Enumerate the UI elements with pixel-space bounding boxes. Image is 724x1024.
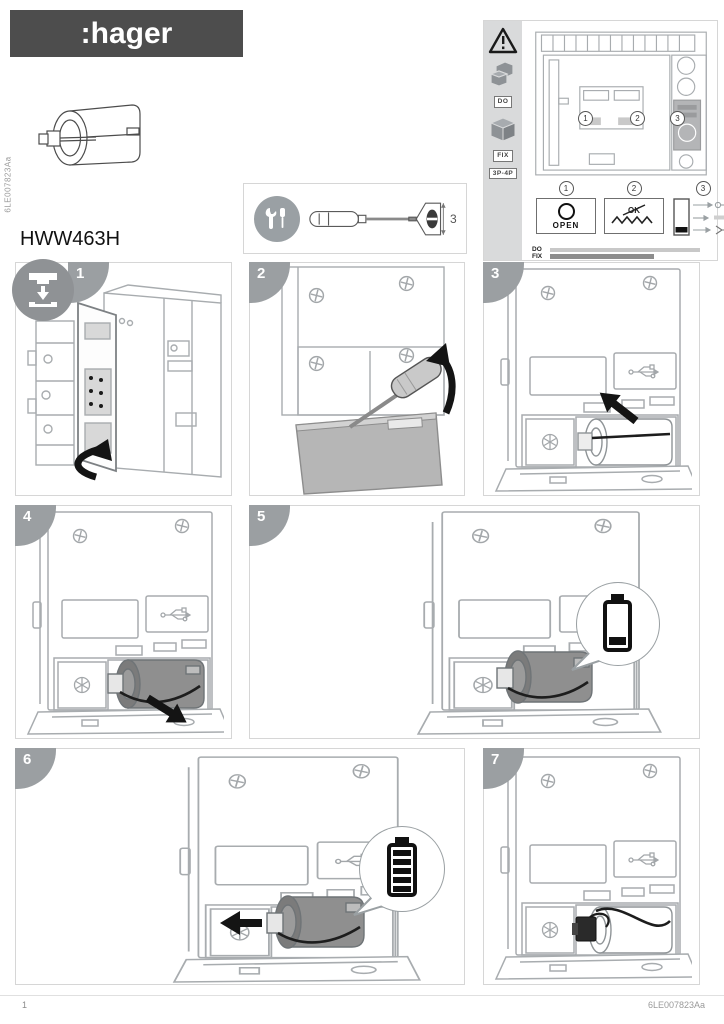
diagram-callout-2: 2 bbox=[630, 111, 645, 126]
footer-doc-ref: 6LE007823Aa bbox=[648, 1000, 706, 1010]
step-panel-3: 3 bbox=[483, 262, 700, 496]
step7-illustration bbox=[484, 749, 699, 984]
diagram-callout-1: 1 bbox=[578, 111, 593, 126]
side-doc-ref: 6LE007823Aa bbox=[3, 156, 13, 213]
open-label: OPEN bbox=[552, 220, 580, 230]
battery-connect-icon bbox=[673, 198, 724, 236]
fix-label: FIX bbox=[493, 149, 513, 162]
legend-num-1: 1 bbox=[558, 181, 574, 196]
info-main: 1 2 3 1 OPEN 2 OK bbox=[522, 21, 724, 260]
rack-out-icon bbox=[12, 259, 74, 321]
step1-illustration bbox=[27, 284, 222, 481]
brand-logo-text: :hager bbox=[80, 16, 173, 50]
step-panel-5: 5 bbox=[249, 505, 700, 739]
brand-logo-box: :hager bbox=[10, 10, 243, 57]
info-panel: DO FIX 3P-4P bbox=[483, 20, 724, 261]
do-cubes-icon bbox=[489, 61, 514, 87]
legend-row: 1 OPEN 2 OK bbox=[536, 181, 724, 238]
legend-item-3: 3 bbox=[672, 181, 724, 238]
legend-num-2: 2 bbox=[626, 181, 642, 196]
poles-label: 3P-4P bbox=[488, 167, 518, 180]
step-panel-2: 2 bbox=[249, 262, 465, 496]
step-panel-7: 7 bbox=[483, 748, 700, 985]
page-number: 1 bbox=[22, 1000, 28, 1010]
step-panel-1: 1 bbox=[12, 259, 232, 496]
screwdriver-size: 3 bbox=[450, 211, 457, 226]
breaker-diagram-drawing bbox=[535, 31, 707, 176]
spring-discharged-box: OK bbox=[604, 198, 664, 234]
step3-illustration bbox=[484, 263, 699, 495]
step6-illustration bbox=[16, 749, 445, 984]
info-sidebar: DO FIX 3P-4P bbox=[484, 21, 522, 260]
footer-divider bbox=[0, 995, 724, 996]
tools-icon bbox=[254, 195, 300, 242]
wrench-screwdriver-icon bbox=[265, 207, 285, 229]
step-number-badge: 2 bbox=[249, 262, 290, 303]
legend-item-2: 2 OK bbox=[604, 181, 664, 234]
step-number-badge: 7 bbox=[483, 748, 524, 789]
open-ring-icon bbox=[557, 202, 575, 220]
product-battery-illustration bbox=[38, 104, 141, 166]
legend-item-1: 1 OPEN bbox=[536, 181, 596, 234]
do-label: DO bbox=[493, 96, 513, 108]
progress-fix-label: FIX bbox=[532, 253, 543, 260]
progress-do-label: DO bbox=[532, 246, 542, 253]
spring-not-ok-icon: OK bbox=[611, 204, 653, 225]
step-panel-6: 6 bbox=[15, 748, 465, 985]
tools-box: 3 bbox=[243, 183, 467, 254]
step4-illustration bbox=[16, 506, 231, 738]
warning-icon bbox=[488, 27, 518, 54]
step5-illustration bbox=[250, 506, 699, 738]
step-panel-4: 4 bbox=[15, 505, 232, 739]
do-fix-progress: DO FIX bbox=[532, 246, 724, 260]
progress-fix-bar bbox=[550, 254, 654, 259]
progress-do-bar bbox=[550, 247, 700, 252]
open-indicator-box: OPEN bbox=[536, 198, 596, 234]
screwdriver-illustration bbox=[309, 202, 446, 235]
step2-illustration bbox=[281, 266, 456, 495]
fix-cube-icon bbox=[489, 117, 517, 142]
legend-num-3: 3 bbox=[695, 181, 711, 196]
diagram-callout-3: 3 bbox=[670, 111, 685, 126]
breaker-front-diagram: 1 2 3 bbox=[530, 29, 712, 179]
product-code: HWW463H bbox=[20, 228, 121, 250]
